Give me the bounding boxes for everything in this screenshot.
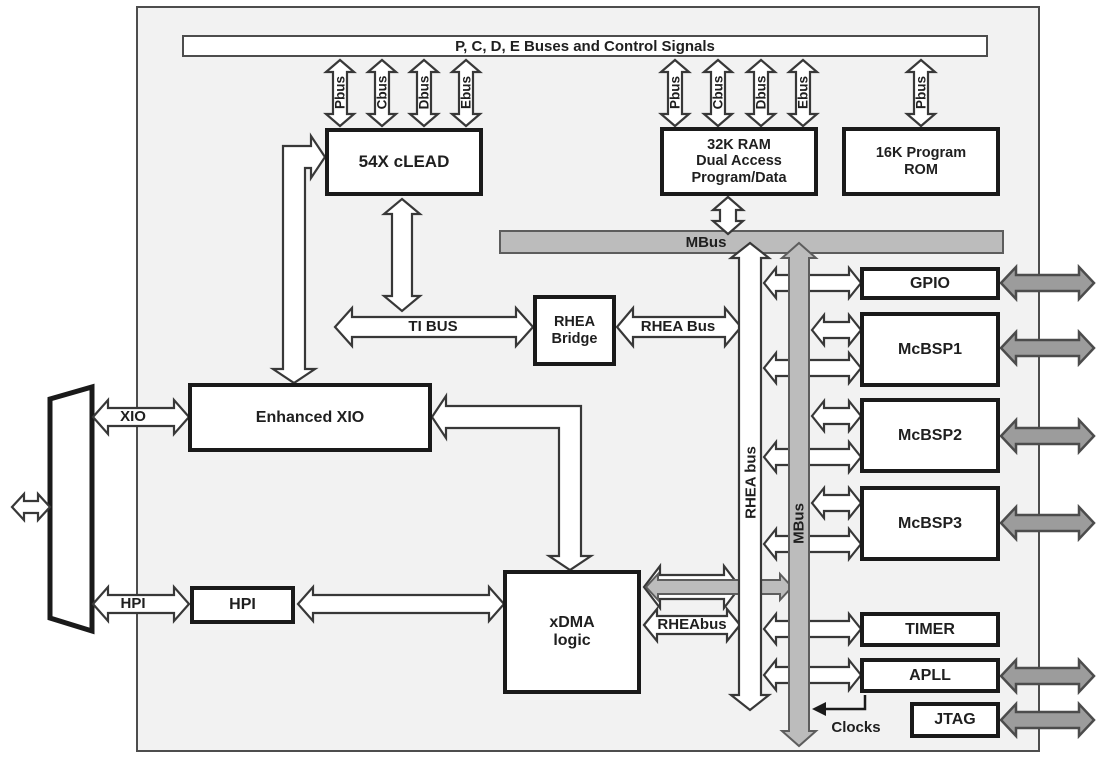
rheabus-xdma-label: RHEAbus [657, 616, 727, 633]
block-rhea-bridge: RHEA Bridge [533, 295, 616, 366]
mcbsp1-rhea-arrow [762, 349, 863, 387]
block-54x-clead: 54X cLEAD [325, 128, 483, 196]
xdma-label-line1: xDMA [549, 614, 595, 632]
ram-label-line1: 32K RAM [707, 137, 771, 154]
cbus-left-arrow [365, 58, 399, 128]
bridge-label-line2: Bridge [551, 330, 598, 347]
pbus-right-arrow [658, 58, 692, 128]
mcbsp1-label: McBSP1 [897, 340, 963, 358]
rom-label-line2: ROM [904, 161, 938, 178]
block-54x-clead-label: 54X cLEAD [358, 152, 450, 172]
jtag-ext-arrow [999, 700, 1096, 740]
rhea-bus-h-label: RHEA Bus [640, 318, 716, 335]
mcbsp2-label: McBSP2 [897, 426, 963, 444]
block-timer: TIMER [860, 612, 1000, 647]
block-mcbsp2: McBSP2 [860, 398, 1000, 473]
mcbsp2-mbus-arrow [810, 397, 863, 435]
block-xdma-logic: xDMA logic [503, 570, 641, 694]
mbus-vertical [779, 241, 819, 748]
pbus-rom-arrow [904, 58, 938, 128]
hpi-xdma-arrow [296, 584, 506, 624]
gpio-rhea-arrow [762, 264, 863, 302]
rhea-bus-vertical [727, 241, 773, 712]
mcbsp3-rhea-arrow [762, 525, 863, 563]
ram-mbus-arrow [710, 195, 746, 236]
block-16k-rom: 16K Program ROM [842, 127, 1000, 196]
gpio-label: GPIO [909, 274, 950, 292]
xdma-label-line2: logic [553, 632, 591, 649]
rom-label-line1: 16K Program [875, 145, 967, 162]
mcbsp1-mbus-arrow [810, 311, 863, 349]
pbus-left-label: Pbus [332, 76, 348, 110]
mcbsp3-ext-arrow [999, 503, 1096, 543]
ebus-left-arrow [449, 58, 483, 128]
mbus-vertical-label: MBus [790, 503, 808, 544]
dbus-left-arrow [407, 58, 441, 128]
mcbsp2-ext-arrow [999, 416, 1096, 456]
clead-xio-arrow [269, 132, 327, 385]
timer-label: TIMER [905, 620, 955, 638]
external-left-arrow [10, 491, 52, 523]
block-mcbsp1: McBSP1 [860, 312, 1000, 387]
pbus-rom-label: Pbus [913, 76, 929, 110]
clocks-arrowhead-icon [812, 702, 826, 716]
block-gpio: GPIO [860, 267, 1000, 300]
block-32k-ram: 32K RAM Dual Access Program/Data [660, 127, 818, 196]
ti-bus-label: TI BUS [408, 318, 458, 335]
ram-label-line2: Dual Access [696, 153, 782, 170]
cbus-left-label: Cbus [374, 75, 390, 110]
jtag-label: JTAG [934, 711, 976, 729]
block-hpi: HPI [190, 586, 295, 624]
ebus-right-arrow [786, 58, 820, 128]
enhanced-xio-label: Enhanced XIO [255, 408, 365, 426]
hpi-bus-arrow [91, 584, 191, 624]
mcbsp3-label: McBSP3 [897, 514, 963, 532]
dbus-left-label: Dbus [416, 75, 432, 110]
offchip-interface-trapezoid [47, 383, 95, 635]
apll-rhea-arrow [762, 656, 863, 694]
rhea-bus-vertical-label: RHEA bus [742, 446, 760, 519]
hpi-bus-label: HPI [120, 595, 146, 612]
timer-rhea-arrow [762, 610, 863, 648]
clocks-label: Clocks [831, 719, 881, 736]
apll-label: APLL [909, 666, 951, 684]
mcbsp3-mbus-arrow [810, 484, 863, 522]
pbus-right-label: Pbus [667, 76, 683, 110]
block-mcbsp3: McBSP3 [860, 486, 1000, 561]
buses-control-signals-bar: P, C, D, E Buses and Control Signals [182, 35, 988, 57]
ram-label-line3: Program/Data [691, 169, 787, 186]
clocks-line [818, 695, 867, 711]
cbus-right-label: Cbus [710, 75, 726, 110]
hpi-label: HPI [229, 596, 256, 614]
bridge-label-line1: RHEA [553, 314, 596, 331]
gpio-ext-arrow [999, 263, 1096, 303]
ebus-left-label: Ebus [458, 76, 474, 110]
cbus-right-arrow [701, 58, 735, 128]
mbus-bar-label: MBus [685, 234, 727, 251]
mcbsp1-ext-arrow [999, 328, 1096, 368]
dbus-right-label: Dbus [753, 75, 769, 110]
block-enhanced-xio: Enhanced XIO [188, 383, 432, 452]
dbus-right-arrow [744, 58, 778, 128]
xio-bus-label: XIO [120, 408, 146, 425]
block-apll: APLL [860, 658, 1000, 693]
block-jtag: JTAG [910, 702, 1000, 738]
apll-ext-arrow [999, 656, 1096, 696]
xio-xdma-arrow [430, 392, 595, 572]
mcbsp2-rhea-arrow [762, 438, 863, 476]
clead-tibus-arrow [380, 197, 424, 313]
ebus-right-label: Ebus [795, 76, 811, 110]
pbus-left-arrow [323, 58, 357, 128]
